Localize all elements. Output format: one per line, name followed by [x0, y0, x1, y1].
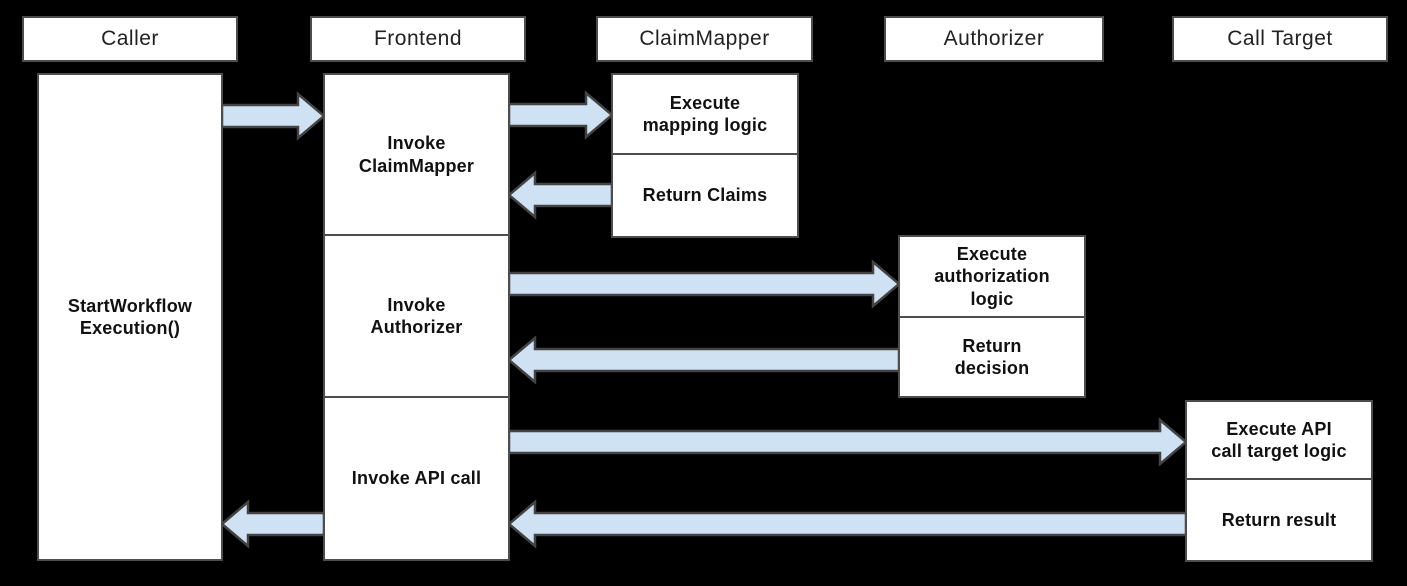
arrow-frontend-to-claimmapper [507, 90, 614, 140]
arrow-frontend-to-authorizer [507, 259, 901, 309]
box-invoke-api-call: Invoke API call [323, 396, 510, 561]
box-invoke-claimmapper: Invoke ClaimMapper [323, 73, 510, 236]
arrow-claimmapper-to-frontend [507, 170, 614, 220]
arrow-caller-to-frontend [220, 91, 326, 141]
box-execute-api-call-target-logic: Execute API call target logic [1185, 400, 1373, 480]
box-startworkflow-execution: StartWorkflow Execution() [37, 73, 223, 561]
box-invoke-authorizer: Invoke Authorizer [323, 234, 510, 398]
box-return-claims: Return Claims [611, 153, 799, 238]
box-return-result: Return result [1185, 478, 1373, 562]
arrow-call-target-to-frontend [507, 499, 1188, 549]
lifeline-header-frontend: Frontend [310, 16, 526, 62]
lifeline-header-authorizer: Authorizer [884, 16, 1104, 62]
lifeline-header-claimmapper: ClaimMapper [596, 16, 813, 62]
arrow-frontend-to-caller [220, 499, 326, 549]
lifeline-header-caller: Caller [22, 16, 238, 62]
box-execute-mapping-logic: Execute mapping logic [611, 73, 799, 155]
box-return-decision: Return decision [898, 316, 1086, 398]
lifeline-header-call-target: Call Target [1172, 16, 1388, 62]
arrow-frontend-to-call-target [507, 417, 1188, 467]
arrow-authorizer-to-frontend [507, 335, 901, 385]
box-execute-authorization-logic: Execute authorization logic [898, 235, 1086, 318]
